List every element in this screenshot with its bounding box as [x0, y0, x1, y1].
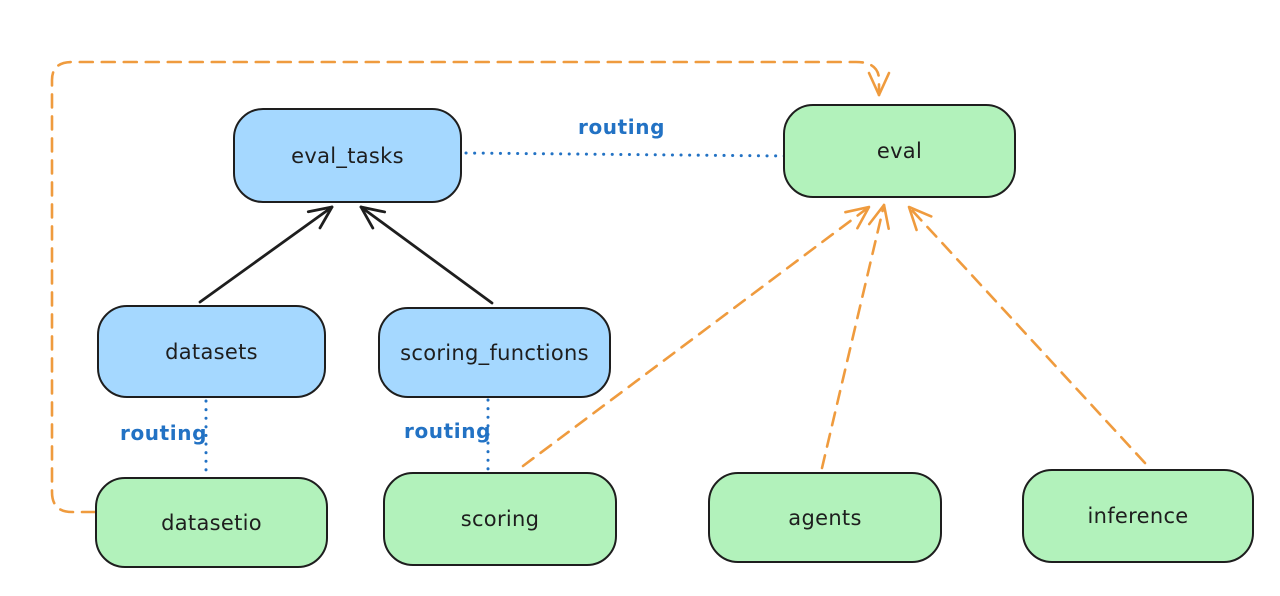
edge-datasets-eval-tasks: [198, 205, 334, 304]
node-agents-label: agents: [788, 505, 862, 530]
routing-label-eval: routing: [578, 115, 666, 139]
node-scoring-functions: scoring_functions: [378, 307, 611, 398]
node-datasetio-label: datasetio: [161, 510, 262, 535]
node-inference: inference: [1022, 469, 1254, 563]
node-eval: eval: [783, 104, 1016, 198]
edge-eval-tasks-eval-routing: [464, 151, 787, 158]
node-scoring: scoring: [383, 472, 617, 566]
node-scoring-functions-label: scoring_functions: [400, 340, 589, 365]
node-datasetio: datasetio: [95, 477, 328, 568]
node-eval-tasks-label: eval_tasks: [291, 143, 404, 168]
edge-scoring-functions-eval-tasks: [359, 205, 494, 305]
node-scoring-label: scoring: [460, 507, 540, 531]
routing-label-scoring: routing: [404, 419, 492, 443]
edge-datasetio-eval: [50, 60, 891, 514]
edge-agents-eval: [820, 203, 890, 470]
node-eval-tasks: eval_tasks: [233, 108, 462, 203]
node-agents: agents: [708, 472, 942, 563]
node-eval-label: eval: [876, 139, 923, 163]
node-datasets-label: datasets: [165, 339, 258, 364]
edge-inference-eval: [907, 205, 1147, 465]
routing-label-datasetio: routing: [120, 421, 208, 445]
node-datasets: datasets: [97, 305, 326, 398]
node-inference-label: inference: [1087, 504, 1189, 528]
edge-scoring-eval: [521, 205, 871, 468]
